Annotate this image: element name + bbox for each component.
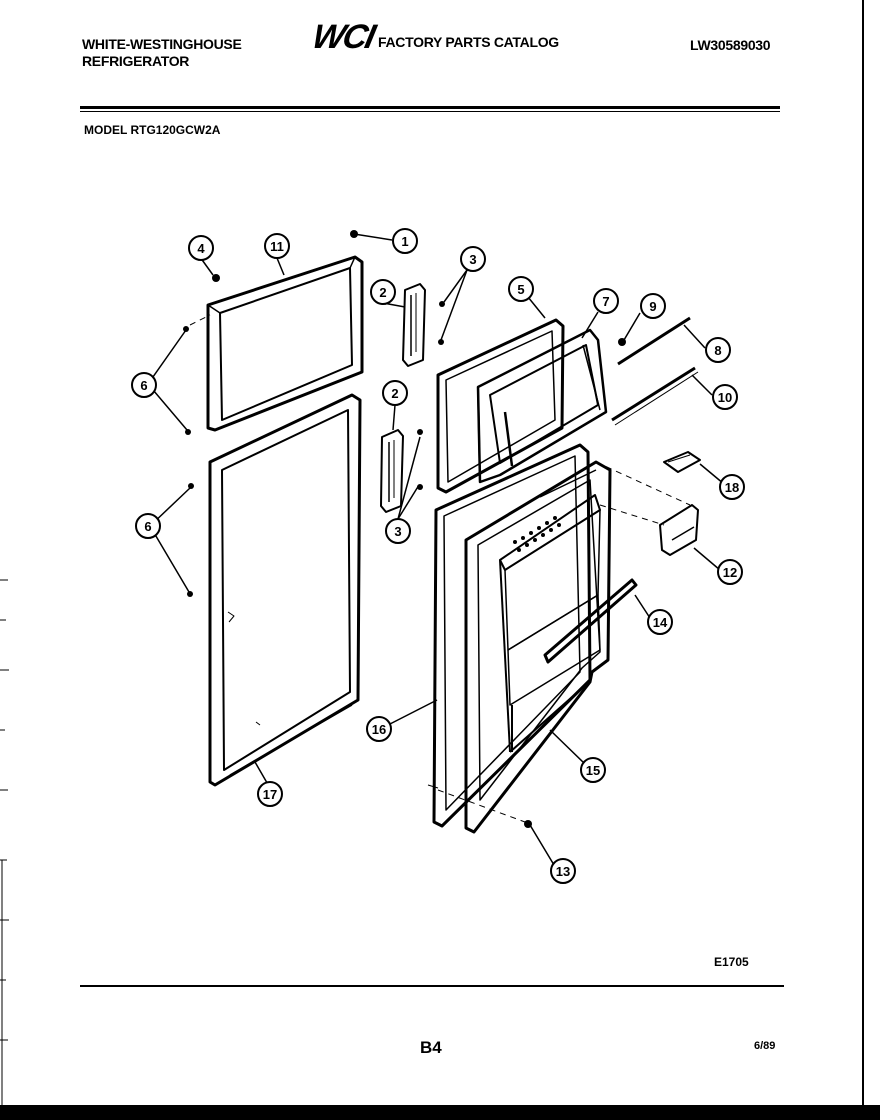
liner-vents bbox=[513, 516, 561, 552]
freezer-gasket bbox=[206, 255, 364, 432]
callout-part-2: 2 bbox=[382, 380, 408, 406]
part-8-strip bbox=[617, 316, 691, 366]
part-14-bar bbox=[543, 578, 638, 664]
page-edge-right bbox=[862, 0, 864, 1106]
catalog-title: FACTORY PARTS CATALOG bbox=[378, 34, 559, 50]
header-rule-top bbox=[80, 106, 780, 109]
callout-part-12: 12 bbox=[717, 559, 743, 585]
brand-line-1: WHITE-WESTINGHOUSE bbox=[82, 36, 242, 52]
callout-part-13: 13 bbox=[550, 858, 576, 884]
callout-part-14: 14 bbox=[647, 609, 673, 635]
leader-lines bbox=[147, 233, 725, 866]
callout-part-5: 5 bbox=[508, 276, 534, 302]
callout-part-10: 10 bbox=[712, 384, 738, 410]
page-code: B4 bbox=[420, 1038, 442, 1057]
callout-part-3: 3 bbox=[460, 246, 486, 272]
callout-part-11: 11 bbox=[264, 233, 290, 259]
callout-part-1: 1 bbox=[392, 228, 418, 254]
callout-part-9: 9 bbox=[640, 293, 666, 319]
model-number: MODEL RTG120GCW2A bbox=[84, 123, 221, 137]
freezer-inner-liner bbox=[476, 328, 608, 484]
part-18-clip bbox=[663, 451, 701, 473]
freezer-outer-door bbox=[436, 318, 565, 494]
callout-part-18: 18 bbox=[719, 474, 745, 500]
callout-part-16: 16 bbox=[366, 716, 392, 742]
callout-part-7: 7 bbox=[593, 288, 619, 314]
scan-edge-left bbox=[0, 579, 9, 1106]
callout-part-8: 8 bbox=[705, 337, 731, 363]
part-12-bracket bbox=[659, 504, 699, 556]
catalog-number: LW30589030 bbox=[690, 37, 771, 53]
assembly-lines bbox=[189, 314, 691, 823]
callout-part-3: 3 bbox=[385, 518, 411, 544]
callout-part-2: 2 bbox=[370, 279, 396, 305]
lower-handle bbox=[380, 429, 404, 513]
callout-part-4: 4 bbox=[188, 235, 214, 261]
callout-part-6: 6 bbox=[135, 513, 161, 539]
figure-code: E1705 bbox=[714, 955, 749, 969]
footer-rule bbox=[80, 985, 784, 987]
page-edge-bottom bbox=[0, 1105, 880, 1120]
fresh-food-gasket bbox=[208, 393, 362, 787]
upper-handle bbox=[402, 283, 426, 367]
callout-part-17: 17 bbox=[257, 781, 283, 807]
callout-part-6: 6 bbox=[131, 372, 157, 398]
part-10-strip bbox=[611, 366, 699, 426]
fresh-food-inner-liner bbox=[464, 460, 612, 834]
fasteners bbox=[183, 230, 626, 828]
header-rule-bottom bbox=[80, 111, 780, 112]
callout-part-15: 15 bbox=[580, 757, 606, 783]
date-code: 6/89 bbox=[754, 1040, 776, 1052]
brand-line-2: REFRIGERATOR bbox=[82, 53, 190, 69]
